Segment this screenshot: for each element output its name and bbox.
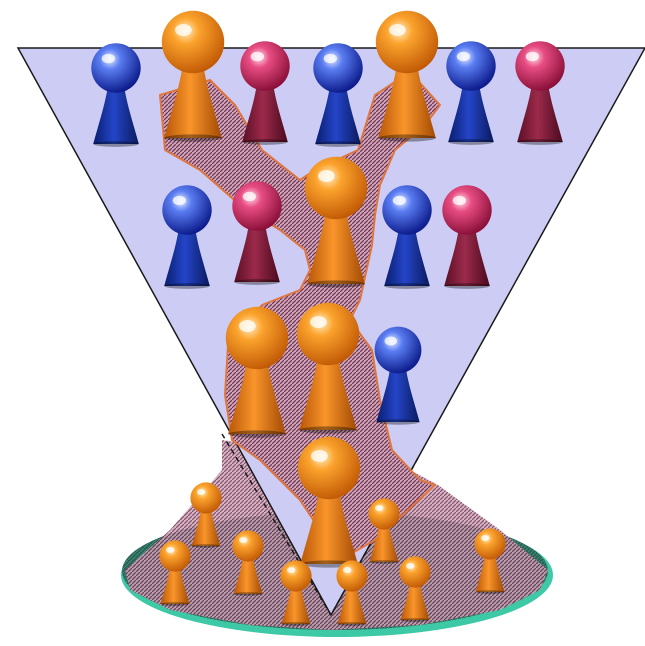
blue-pawn-icon xyxy=(313,43,363,147)
orange-pawn-icon xyxy=(297,436,361,568)
blue-pawn-icon xyxy=(382,185,432,289)
orange-pawn-icon xyxy=(474,528,506,594)
pink-pawn-icon xyxy=(240,41,290,145)
orange-pawn-icon xyxy=(399,556,431,622)
orange-pawn-icon xyxy=(375,10,439,142)
orange-pawn-icon xyxy=(368,498,400,564)
orange-pawn-icon xyxy=(296,302,360,434)
orange-pawn-icon xyxy=(159,540,191,606)
orange-pawn-icon xyxy=(304,156,368,288)
blue-pawn-icon xyxy=(91,43,141,147)
orange-pawn-icon xyxy=(161,10,225,142)
orange-pawn-icon xyxy=(232,530,264,596)
pink-pawn-icon xyxy=(515,41,565,145)
blue-pawn-icon xyxy=(374,326,422,425)
pink-pawn-icon xyxy=(232,181,282,285)
orange-pawn-icon xyxy=(336,560,368,626)
blue-pawn-icon xyxy=(162,185,212,289)
orange-pawn-icon xyxy=(190,482,222,548)
pink-pawn-icon xyxy=(442,185,492,289)
orange-pawn-icon xyxy=(225,306,289,438)
selection-path xyxy=(159,71,441,561)
orange-pawn-icon xyxy=(280,560,312,626)
blue-pawn-icon xyxy=(446,41,496,145)
pieces-layer xyxy=(91,10,565,626)
